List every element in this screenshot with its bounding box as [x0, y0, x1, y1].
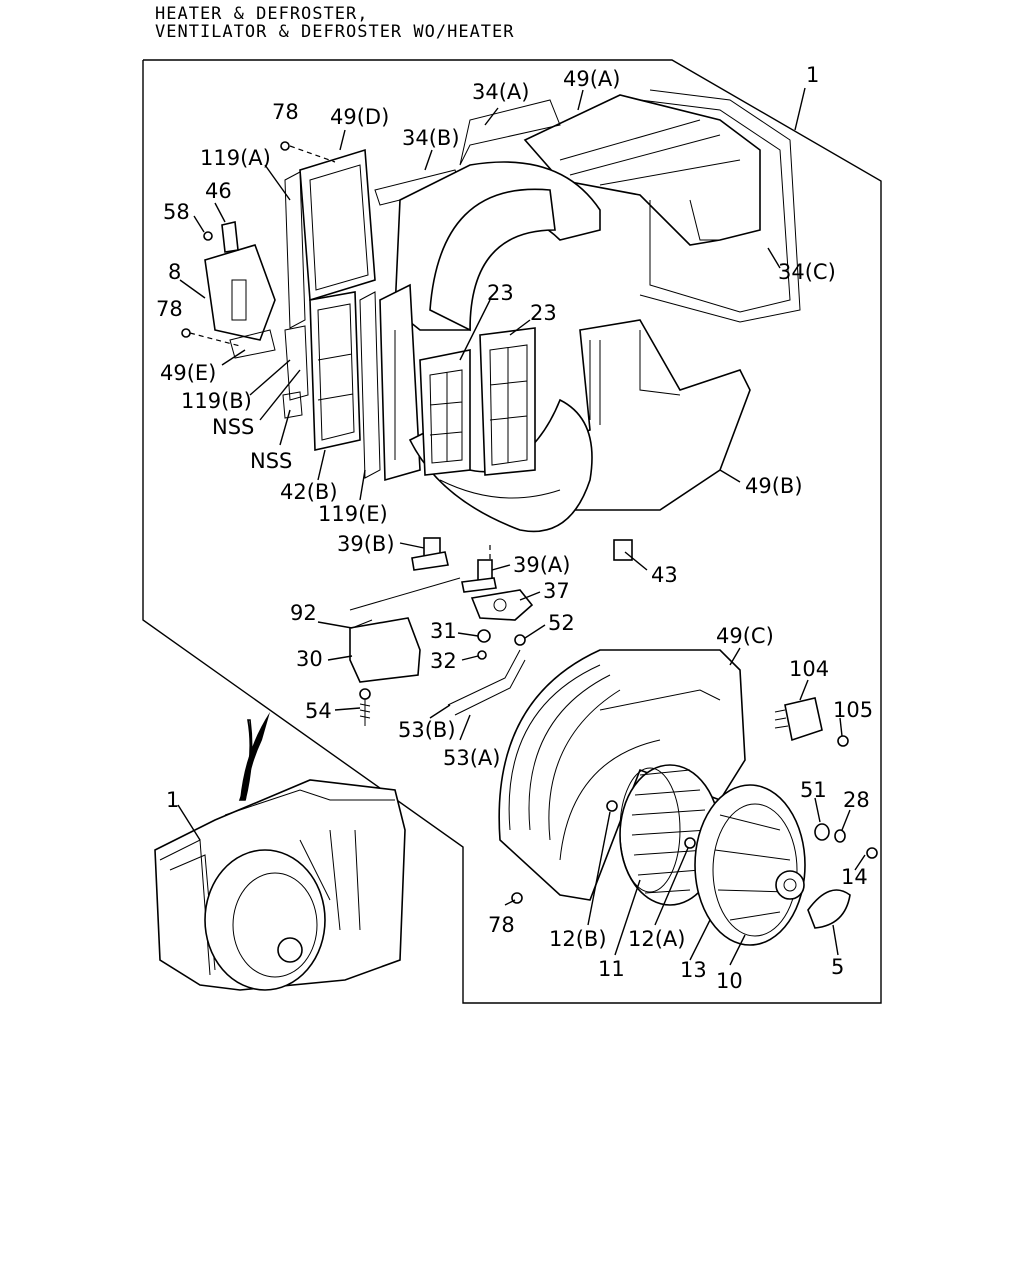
label-10: 10: [716, 969, 743, 993]
filter-23-right: [479, 327, 536, 476]
hose-5: [807, 889, 851, 929]
lever-37: [470, 589, 534, 621]
screw-14: [866, 847, 878, 859]
label-32: 32: [430, 649, 457, 673]
label-58: 58: [163, 200, 190, 224]
resistor-104: [774, 697, 823, 742]
label-11: 11: [598, 957, 625, 981]
label-5: 5: [831, 955, 844, 979]
label-49d: 49(D): [330, 105, 389, 129]
leader-lines: [177, 87, 866, 966]
label-119b: 119(B): [181, 389, 252, 413]
label-51: 51: [800, 778, 827, 802]
screw-78-top: [280, 141, 290, 151]
diagram-frame: [142, 59, 882, 1004]
label-23-b: 23: [530, 301, 557, 325]
label-39a: 39(A): [513, 553, 570, 577]
label-78-mid: 78: [156, 297, 183, 321]
seal-119e: [359, 291, 381, 479]
label-39b: 39(B): [337, 532, 395, 556]
label-53a: 53(A): [443, 746, 500, 770]
label-30: 30: [296, 647, 323, 671]
label-28: 28: [843, 788, 870, 812]
label-78-bottom: 78: [488, 913, 515, 937]
assembled-unit-inset: [154, 719, 406, 991]
washer-51: [814, 823, 830, 841]
clip-52: [514, 634, 526, 646]
label-105: 105: [833, 698, 873, 722]
clip-12a: [684, 837, 696, 849]
label-78-top: 78: [272, 100, 299, 124]
washer-31: [477, 629, 491, 643]
label-34b: 34(B): [402, 126, 460, 150]
inset-arrow: [240, 712, 270, 800]
label-52: 52: [548, 611, 575, 635]
filter-42b: [309, 291, 361, 451]
label-12a: 12(A): [628, 927, 685, 951]
screw-105: [837, 735, 849, 747]
clip-12b: [606, 800, 618, 812]
label-119a: 119(A): [200, 146, 271, 170]
link-39b: [411, 537, 449, 571]
label-34a: 34(A): [472, 80, 529, 104]
label-104: 104: [789, 657, 829, 681]
label-1-inset: 1: [166, 788, 179, 812]
plate-46: [221, 221, 239, 253]
diagram-title-line-1: HEATER & DEFROSTER,: [155, 4, 369, 24]
label-8: 8: [168, 260, 181, 284]
label-119e: 119(E): [318, 502, 388, 526]
diagram-title-line-2: VENTILATOR & DEFROSTER WO/HEATER: [155, 22, 515, 42]
blower-housing-49c: [498, 649, 746, 901]
control-module-30: [349, 577, 461, 683]
label-14: 14: [841, 865, 868, 889]
label-nss-2: NSS: [250, 449, 292, 473]
screw-78-mid: [181, 328, 191, 338]
nut-32: [477, 650, 487, 660]
label-49c: 49(C): [716, 624, 774, 648]
seal-34a: [459, 99, 561, 166]
seal-49e: [229, 329, 276, 359]
label-13: 13: [680, 958, 707, 982]
label-46: 46: [205, 179, 232, 203]
label-53b: 53(B): [398, 718, 456, 742]
label-23-a: 23: [487, 281, 514, 305]
label-31: 31: [430, 619, 457, 643]
heater-case-49b: [379, 161, 751, 533]
screw-58: [203, 231, 213, 241]
motor-assembly-13: [694, 784, 806, 946]
filter-23-left: [419, 349, 471, 476]
bracket-8: [204, 244, 276, 341]
label-34c: 34(C): [778, 260, 836, 284]
label-12b: 12(B): [549, 927, 607, 951]
label-49e: 49(E): [160, 361, 216, 385]
label-49b: 49(B): [745, 474, 803, 498]
label-42b: 42(B): [280, 480, 338, 504]
label-37: 37: [543, 579, 570, 603]
seal-nss-1: [284, 325, 309, 401]
door-49d: [299, 148, 376, 302]
frame-119a: [284, 171, 306, 329]
label-54: 54: [305, 699, 332, 723]
label-nss-1: NSS: [212, 415, 254, 439]
label-1-main: 1: [806, 63, 819, 87]
cable-53b: [447, 649, 521, 706]
screw-54: [359, 688, 371, 726]
upper-duct-housing-49a: [523, 89, 801, 323]
washer-28: [834, 829, 846, 843]
label-49a: 49(A): [563, 67, 620, 91]
label-92: 92: [290, 601, 317, 625]
cable-53a: [454, 659, 526, 716]
label-43: 43: [651, 563, 678, 587]
link-39a: [461, 559, 497, 593]
clip-43: [613, 539, 633, 561]
seal-nss-2: [282, 391, 303, 419]
